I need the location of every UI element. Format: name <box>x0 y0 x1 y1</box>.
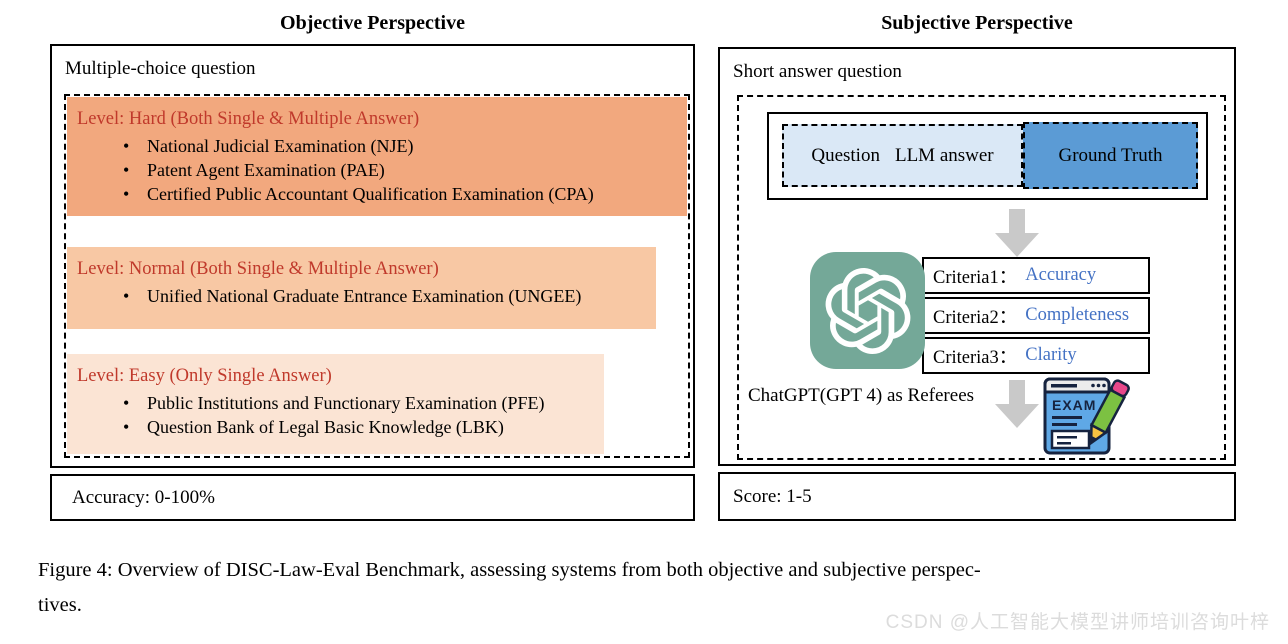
down-arrow-icon <box>995 209 1039 257</box>
criteria-stack: Criteria1： Accuracy Criteria2： Completen… <box>922 257 1150 374</box>
figure-caption: Figure 4: Overview of DISC-Law-Eval Benc… <box>38 553 1268 623</box>
subjective-panel: Short answer question Question LLM answe… <box>718 47 1236 466</box>
criteria-row-1: Criteria1： Accuracy <box>922 257 1150 294</box>
level-hard-title: Level: Hard (Both Single & Multiple Answ… <box>77 109 420 129</box>
exam-pencil-icon <box>1089 379 1130 446</box>
level-easy-title: Level: Easy (Only Single Answer) <box>77 366 332 386</box>
openai-logo-icon <box>825 267 910 354</box>
level-hard-box: Level: Hard (Both Single & Multiple Answ… <box>67 97 687 216</box>
subjective-perspective-title: Subjective Perspective <box>881 12 1073 34</box>
question-llm-answer-box: Question LLM answer <box>782 124 1023 187</box>
criteria-row-3: Criteria3： Clarity <box>922 337 1150 374</box>
level-normal-box: Level: Normal (Both Single & Multiple An… <box>67 247 656 329</box>
objective-perspective-title: Objective Perspective <box>280 12 465 34</box>
down-arrow-icon <box>995 380 1039 428</box>
score-metric-box: Score: 1-5 <box>718 472 1236 521</box>
list-item: Question Bank of Legal Basic Knowledge (… <box>123 415 604 439</box>
chatgpt-logo <box>810 252 925 369</box>
caption-line-2: tives. <box>38 594 82 616</box>
level-normal-title: Level: Normal (Both Single & Multiple An… <box>77 259 439 279</box>
ground-truth-label: Ground Truth <box>1058 144 1163 166</box>
list-item: National Judicial Examination (NJE) <box>123 134 687 158</box>
accuracy-metric-box: Accuracy: 0-100% <box>50 474 695 521</box>
criteria-1-value: Accuracy <box>1025 265 1097 285</box>
criteria-row-2: Criteria2： Completeness <box>922 297 1150 334</box>
short-answer-header: Short answer question <box>733 61 902 82</box>
watermark-text: CSDN @人工智能大模型讲师培训咨询叶梓 <box>885 612 1270 633</box>
score-metric-text: Score: 1-5 <box>733 485 812 507</box>
evaluation-dashed-container: Question LLM answer Ground Truth Criteri… <box>737 95 1226 460</box>
criteria-2-value: Completeness <box>1025 305 1130 325</box>
criteria-1-label: Criteria1： <box>933 267 1018 288</box>
criteria-2-label: Criteria2： <box>933 307 1018 328</box>
accuracy-metric-text: Accuracy: 0-100% <box>72 486 215 508</box>
list-item: Public Institutions and Functionary Exam… <box>123 391 604 415</box>
referee-label: ChatGPT(GPT 4) as Referees <box>748 385 975 406</box>
level-hard-list: National Judicial Examination (NJE) Pate… <box>67 134 687 206</box>
criteria-3-value: Clarity <box>1025 345 1077 365</box>
list-item: Unified National Graduate Entrance Exami… <box>123 284 656 308</box>
list-item: Patent Agent Examination (PAE) <box>123 158 687 182</box>
qa-pair-box: Question LLM answer Ground Truth <box>767 112 1208 200</box>
level-easy-box: Level: Easy (Only Single Answer) Public … <box>67 354 604 454</box>
criteria-3-label: Criteria3： <box>933 347 1018 368</box>
ground-truth-box: Ground Truth <box>1023 122 1198 189</box>
level-easy-list: Public Institutions and Functionary Exam… <box>67 391 604 439</box>
levels-dashed-container: Level: Hard (Both Single & Multiple Answ… <box>64 94 690 458</box>
exam-icon-text: EXAM <box>1052 397 1096 413</box>
caption-line-1: Figure 4: Overview of DISC-Law-Eval Benc… <box>38 559 981 581</box>
level-normal-list: Unified National Graduate Entrance Exami… <box>67 284 656 308</box>
objective-panel: Multiple-choice question Level: Hard (Bo… <box>50 44 695 468</box>
exam-document-icon: EXAM <box>1043 377 1130 455</box>
multiple-choice-header: Multiple-choice question <box>65 58 256 79</box>
list-item: Certified Public Accountant Qualificatio… <box>123 182 687 206</box>
question-label: Question <box>811 144 880 166</box>
llm-answer-label: LLM answer <box>894 144 994 166</box>
